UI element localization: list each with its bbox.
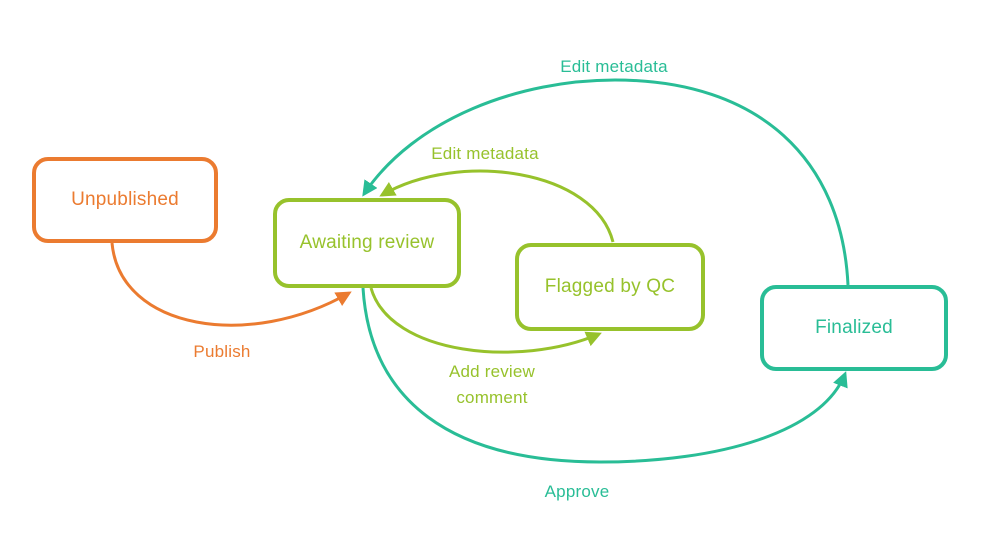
state-label-unpublished: Unpublished (71, 189, 179, 210)
transition-add-review-comment-arrow (369, 287, 602, 354)
transition-label-publish: Publish (193, 342, 251, 361)
transition-edit-metadata-teal-arrow (362, 78, 850, 286)
state-node-finalized[interactable]: Finalized (760, 285, 948, 371)
transition-approve-arrow (361, 287, 848, 464)
transition-edit-metadata-green-arrow (379, 169, 615, 243)
transition-publish-arrow (110, 242, 352, 327)
transition-label-edit-metadata-green: Edit metadata (431, 144, 539, 163)
transition-label-edit-metadata-teal: Edit metadata (560, 57, 668, 76)
transition-label-add-review-comment: Add review comment (448, 362, 536, 407)
state-node-flagged-by-qc[interactable]: Flagged by QC (515, 243, 705, 331)
state-label-awaiting-review: Awaiting review (299, 232, 435, 253)
state-label-flagged-by-qc: Flagged by QC (544, 276, 676, 297)
state-node-unpublished[interactable]: Unpublished (32, 157, 218, 243)
transition-label-approve: Approve (544, 482, 610, 501)
state-node-awaiting-review[interactable]: Awaiting review (273, 198, 461, 288)
state-label-finalized: Finalized (815, 317, 893, 338)
